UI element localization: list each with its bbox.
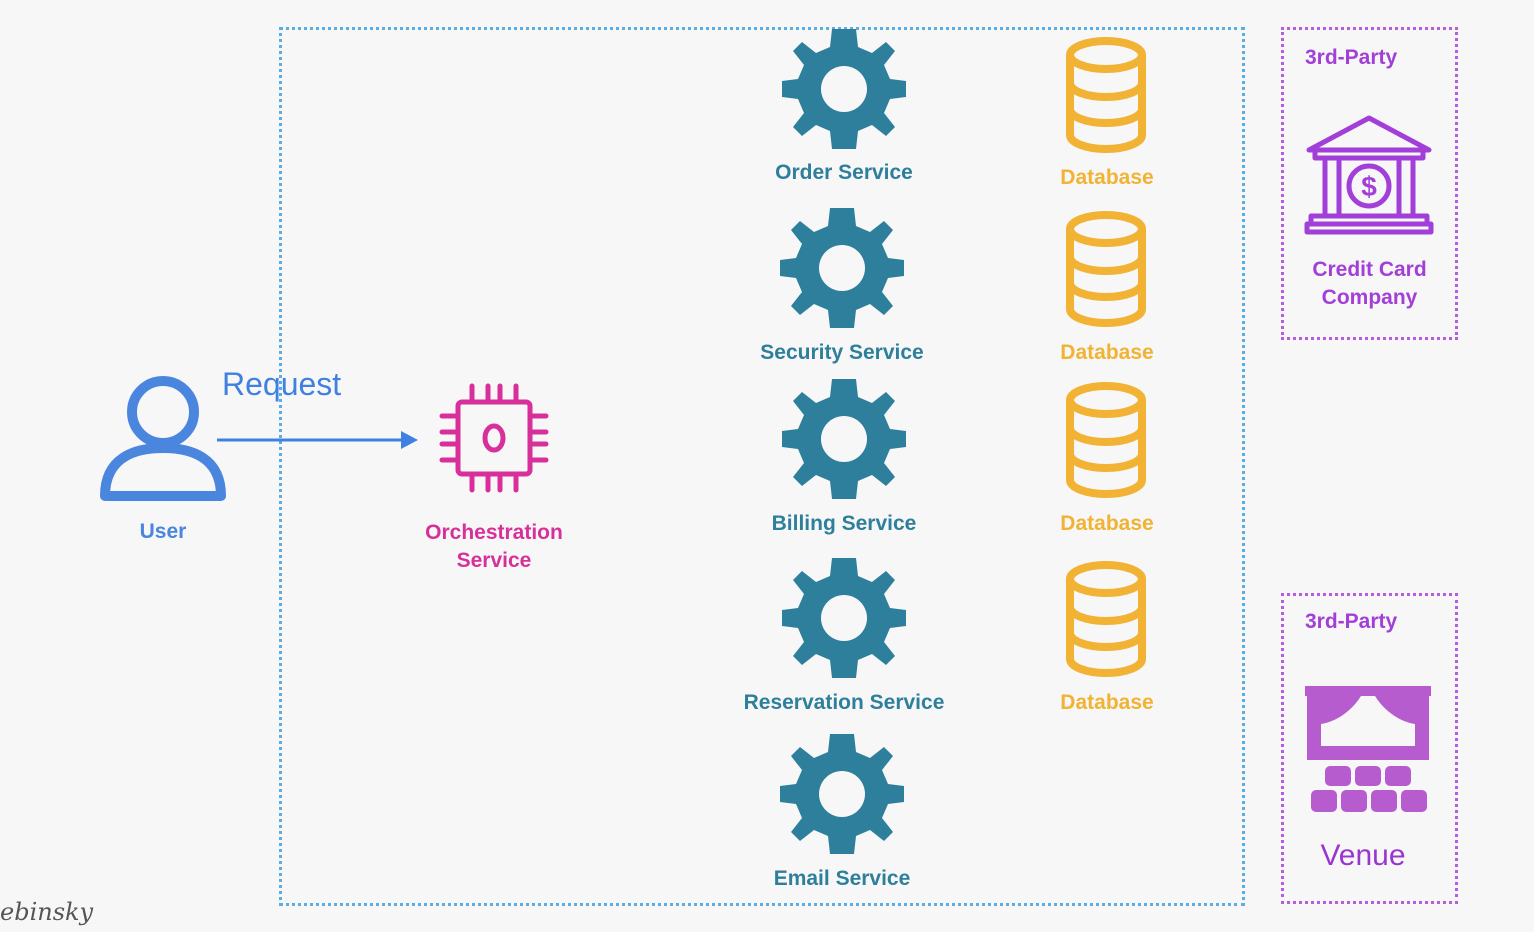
user-icon: [100, 376, 226, 501]
database-label: Database: [1060, 691, 1154, 714]
request-label: Request: [222, 366, 342, 402]
orchestration-service-label: Orchestration Service: [404, 519, 584, 575]
svg-text:$: $: [1361, 171, 1377, 202]
request-arrow: [217, 431, 418, 449]
billing-service-label: Billing Service: [771, 512, 917, 535]
bank-icon: $: [1304, 115, 1434, 235]
credit-card-label-line2: Company: [1321, 286, 1418, 309]
security-service-label: Security Service: [760, 341, 924, 364]
database-label: Database: [1060, 166, 1154, 189]
database-icon: [1058, 36, 1154, 154]
email-service-gear-icon: [780, 734, 904, 854]
database-icon: [1058, 381, 1154, 499]
venue-label: Venue: [1320, 839, 1406, 872]
third-party-tag: 3rd-Party: [1305, 46, 1398, 69]
email-service-label: Email Service: [773, 867, 911, 890]
theater-stage-icon: [1305, 686, 1431, 812]
processor-chip-icon: [439, 383, 549, 493]
third-party-credit-card-box: [1281, 27, 1458, 340]
third-party-venue-box: [1281, 593, 1458, 904]
credit-card-label-line1: Credit Card: [1312, 258, 1427, 281]
billing-service-gear-icon: [782, 379, 906, 499]
third-party-tag: 3rd-Party: [1305, 610, 1398, 633]
user-label: User: [139, 520, 187, 543]
security-service-gear-icon: [780, 208, 904, 328]
database-label: Database: [1060, 341, 1154, 364]
database-label: Database: [1060, 512, 1154, 535]
author-watermark: ebinsky: [0, 898, 94, 926]
orchestration-label-line2: Service: [456, 549, 532, 572]
order-service-gear-icon: [782, 29, 906, 149]
order-service-label: Order Service: [775, 161, 913, 184]
reservation-service-label: Reservation Service: [743, 691, 945, 714]
database-icon: [1058, 560, 1154, 678]
system-boundary: [279, 27, 1245, 906]
database-icon: [1058, 210, 1154, 328]
reservation-service-gear-icon: [782, 558, 906, 678]
credit-card-company-label: Credit Card Company: [1282, 256, 1457, 312]
orchestration-label-line1: Orchestration: [425, 521, 563, 544]
